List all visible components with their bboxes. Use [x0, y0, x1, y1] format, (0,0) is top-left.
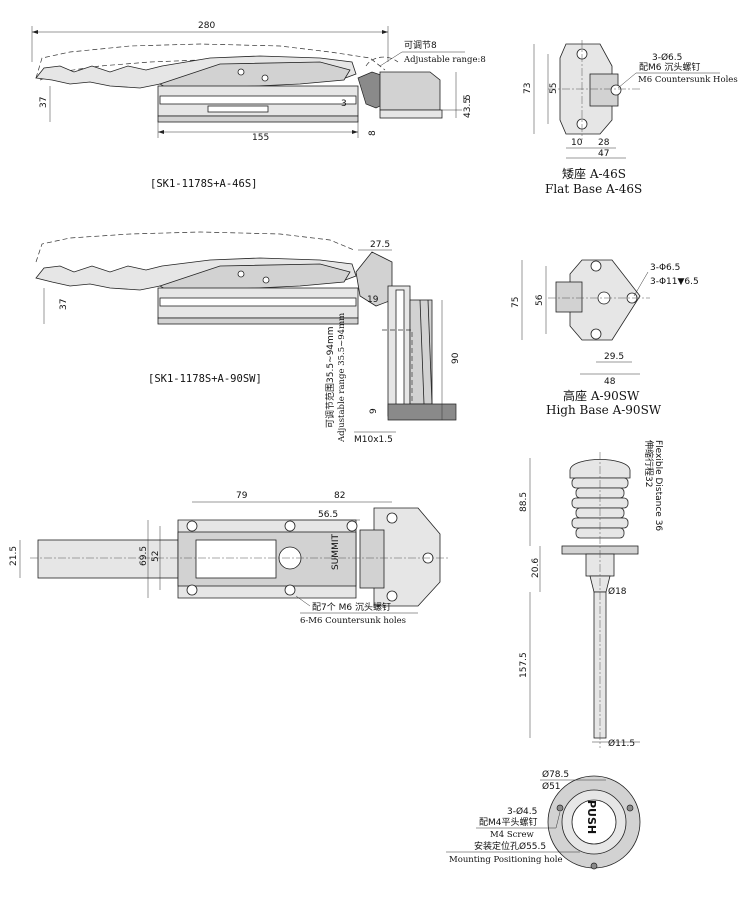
- flat-base-a46s: 73 55 10 28 47 3-Ø6.5 配M6 沉头螺钉 M6 Counte…: [523, 40, 738, 196]
- knob-screw-en: M4 Screw: [490, 830, 534, 840]
- dim-8: 8: [368, 130, 378, 136]
- thread-m10: M10x1.5: [354, 435, 393, 445]
- dim-d11-5: Ø11.5: [608, 738, 635, 749]
- high-base-title-en: High Base A-90SW: [546, 403, 662, 417]
- high-base-a90sw: 75 56 29.5 48 3-Φ6.5 3-Φ11▼6.5 高座 A-90SW…: [511, 259, 699, 417]
- dim-d51: Ø51: [542, 781, 561, 792]
- high-holes-1: 3-Φ6.5: [650, 263, 680, 273]
- dim-10: 10: [571, 138, 583, 148]
- adjust-note-zh: 可调节8: [404, 40, 437, 51]
- dim-47: 47: [598, 149, 609, 159]
- flat-holes-zh: 配M6 沉头螺钉: [639, 62, 700, 73]
- brand-mark: SUMMIT: [331, 534, 341, 570]
- dim-73: 73: [523, 83, 533, 94]
- dim-20-6: 20.6: [531, 558, 541, 578]
- push-knob-front: PUSH Ø78.5 Ø51 3-Ø4.5 配M4平头螺钉 M4 Screw 安…: [446, 769, 641, 870]
- flat-base-title-zh: 矮座 A-46S: [562, 166, 626, 181]
- flat-base-title-en: Flat Base A-46S: [545, 182, 642, 196]
- adjust-range-en: Adjustable range 35.5~94mm: [337, 313, 347, 443]
- knob-pos-en: Mounting Positioning hole: [449, 855, 563, 865]
- adjust-note-en: Adjustable range:8: [403, 55, 486, 65]
- high-base-title-zh: 高座 A-90SW: [563, 388, 640, 403]
- knob-screw-zh: 配M4平头螺钉: [479, 817, 538, 828]
- holes-note-zh: 配7个 M6 沉头螺钉: [312, 602, 391, 613]
- flex-zh: 伸缩行程32: [643, 440, 655, 487]
- dim-29-5: 29.5: [604, 352, 624, 362]
- dim-27-5: 27.5: [370, 240, 390, 250]
- dim-155: 155: [252, 133, 269, 143]
- flat-holes-count: 3-Ø6.5: [652, 52, 682, 63]
- dim-79: 79: [236, 491, 248, 501]
- latch-side-view-high: 37 27.5 19 90 9 M10x1.5 可调节范围35.5~94mm A…: [35, 231, 461, 445]
- adjust-range-zh: 可调节范围35.5~94mm: [324, 326, 336, 428]
- knob-holes: 3-Ø4.5: [507, 806, 537, 817]
- dim-82: 82: [334, 491, 345, 501]
- flex-en: Flexible Distance 36: [653, 440, 663, 531]
- dim-52: 52: [151, 551, 161, 562]
- holes-note-en: 6-M6 Countersunk holes: [300, 616, 406, 626]
- dim-90: 90: [451, 352, 461, 364]
- dim-56-5: 56.5: [318, 510, 338, 520]
- dim-55: 55: [549, 83, 559, 94]
- high-holes-2: 3-Φ11▼6.5: [650, 277, 699, 287]
- dim-280: 280: [198, 21, 215, 31]
- caption-view2: [SK1-1178S+A-90SW]: [148, 373, 262, 385]
- caption-view1: [SK1-1178S+A-46S]: [150, 178, 257, 190]
- dim-9: 9: [369, 408, 379, 414]
- dim-37: 37: [39, 97, 49, 108]
- push-label: PUSH: [585, 800, 598, 834]
- dim-21-5: 21.5: [9, 546, 19, 566]
- dim-157-5: 157.5: [519, 652, 529, 678]
- dim-19: 19: [367, 295, 379, 305]
- dim-d18: Ø18: [608, 586, 627, 597]
- dim-37-b: 37: [59, 299, 69, 310]
- dim-28: 28: [598, 138, 610, 148]
- inside-release-rod: 88.5 20.6 157.5 Ø18 Ø11.5 伸缩行程32 Flexibl…: [519, 440, 663, 749]
- dim-5: 5: [463, 94, 473, 100]
- flat-holes-en: M6 Countersunk Holes: [638, 75, 738, 85]
- dim-56: 56: [535, 294, 545, 306]
- dim-88-5: 88.5: [519, 492, 529, 512]
- dim-69-5: 69.5: [139, 546, 149, 566]
- dim-48: 48: [604, 377, 616, 387]
- dim-43-5: 43.5: [463, 98, 473, 118]
- latch-top-view: SUMMIT 79 82 56.5 21.5 69.5 52 配7个 M6 沉头…: [9, 491, 450, 626]
- latch-side-view-low: 280 37 155 3 8 43.5 5 可调节8: [31, 21, 486, 190]
- dim-75: 75: [511, 297, 521, 308]
- dim-3: 3: [341, 99, 347, 109]
- dim-d78-5: Ø78.5: [542, 769, 569, 780]
- knob-pos-zh: 安装定位孔Ø55.5: [474, 840, 546, 852]
